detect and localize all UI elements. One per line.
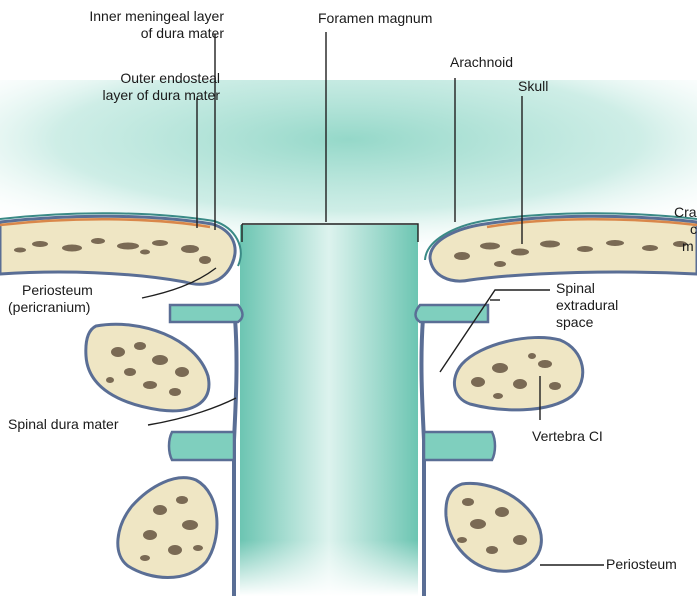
label-vertebra-ci: Vertebra CI [532, 428, 603, 445]
label-foramen-magnum: Foramen magnum [318, 10, 432, 27]
dural-flap-right [416, 305, 489, 322]
lower-vertebra-left [118, 478, 217, 578]
label-periosteum-pericranium: Periosteum (pericranium) [8, 282, 93, 316]
label-cranial-cut-line3: m [674, 238, 697, 255]
label-outer-endosteal-line2: layer of dura mater [40, 87, 220, 104]
vertebra-ci-right [454, 337, 582, 409]
root-sleeve-right [424, 432, 495, 460]
cord-fade [240, 540, 418, 596]
root-sleeve-left [169, 432, 234, 460]
label-outer-endosteal-line1: Outer endosteal [40, 70, 220, 87]
label-spinal-extradural-space: Spinal extradural space [556, 280, 618, 331]
label-inner-meningeal-line2: of dura mater [40, 25, 224, 42]
label-inner-meningeal-line1: Inner meningeal layer [40, 8, 224, 25]
label-extradural-line2: extradural [556, 297, 618, 314]
label-periosteum-pericranium-line2: (pericranium) [8, 299, 93, 316]
label-extradural-line1: Spinal [556, 280, 618, 297]
label-periosteum-pericranium-line1: Periosteum [8, 282, 93, 299]
label-arachnoid: Arachnoid [450, 54, 513, 71]
label-skull: Skull [518, 78, 548, 95]
label-spinal-dura-mater: Spinal dura mater [8, 416, 119, 433]
skull-left [0, 213, 241, 284]
label-extradural-line3: space [556, 314, 618, 331]
label-cranial-cut-line1: Cra [674, 204, 697, 221]
label-cranial-cut-line2: c [674, 221, 697, 238]
label-inner-meningeal: Inner meningeal layer of dura mater [40, 8, 224, 42]
vertebra-ci-left [86, 324, 209, 411]
label-cranial-cut: Cra c m [674, 204, 697, 255]
label-outer-endosteal: Outer endosteal layer of dura mater [40, 70, 220, 104]
dural-flap-left [170, 305, 243, 322]
lower-vertebra-right [446, 483, 542, 571]
label-periosteum: Periosteum [606, 556, 677, 573]
